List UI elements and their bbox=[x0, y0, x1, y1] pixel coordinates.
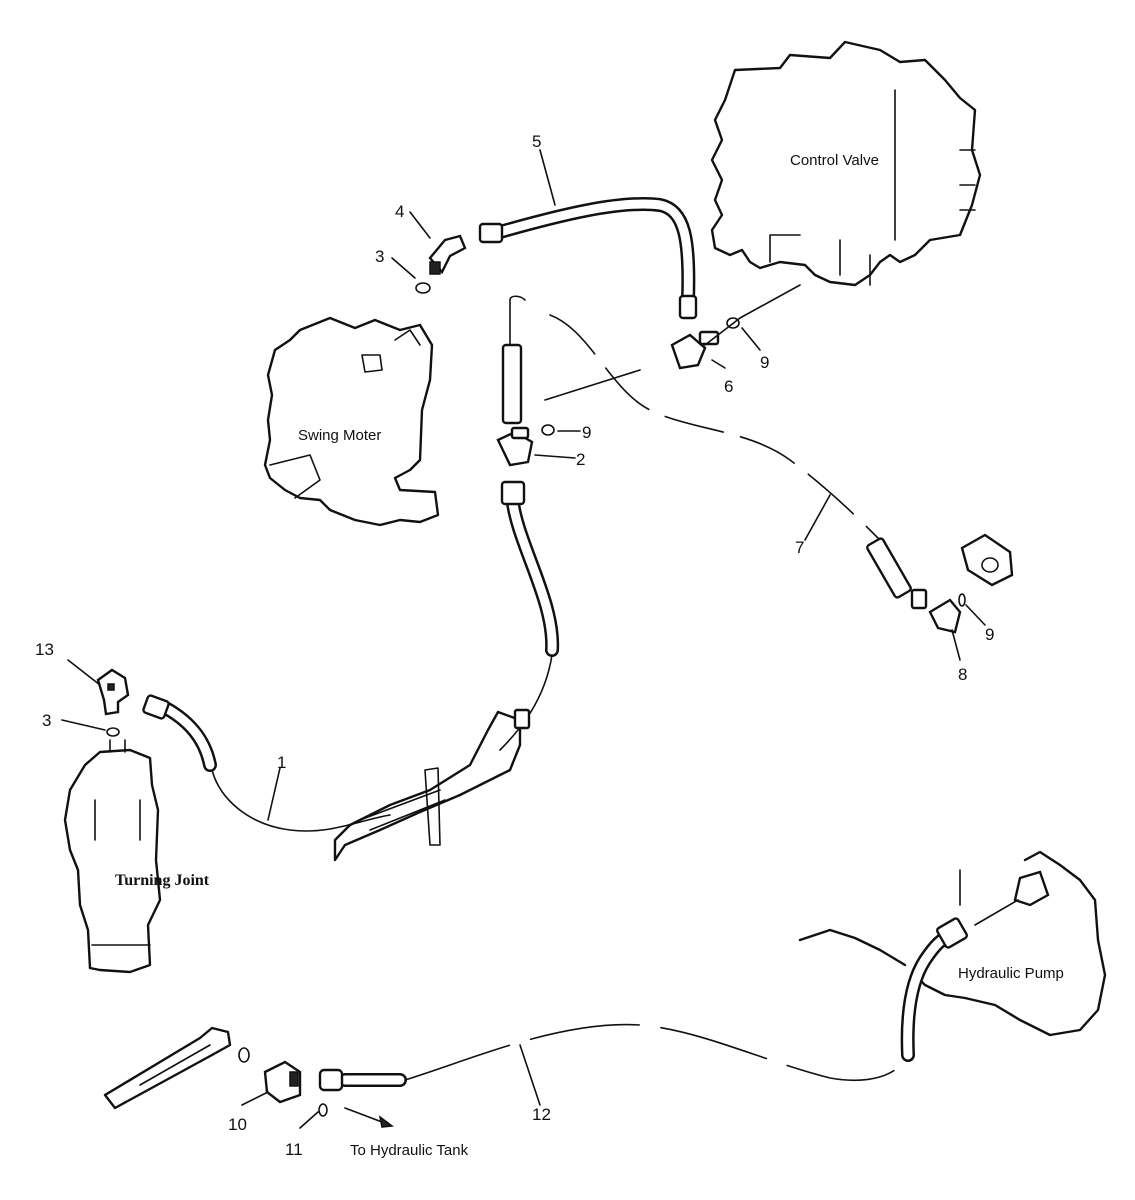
o-ring-part-11 bbox=[318, 1103, 328, 1117]
hose-part-5 bbox=[478, 197, 698, 320]
o-ring-part-9-middle bbox=[541, 424, 555, 436]
callout-11: 11 bbox=[285, 1140, 303, 1159]
callout-leaders bbox=[61, 149, 986, 1129]
swing-motor-component: Swing Moter bbox=[263, 316, 440, 527]
callout-9-middle: 9 bbox=[582, 423, 591, 442]
swing-motor-label: Swing Moter bbox=[298, 427, 381, 444]
o-ring-part-9-upper bbox=[726, 317, 740, 329]
control-valve-component: Control Valve bbox=[710, 40, 982, 287]
hydraulic-pump-component: Hydraulic Pump bbox=[798, 850, 1107, 1037]
callout-10: 10 bbox=[228, 1115, 247, 1134]
o-ring-part-3-lower bbox=[106, 727, 120, 737]
callout-4: 4 bbox=[395, 202, 404, 221]
to-tank-arrow bbox=[344, 1107, 394, 1128]
callout-9-upper: 9 bbox=[760, 353, 769, 372]
hose-part-12 bbox=[318, 899, 1019, 1092]
fitting-part-13 bbox=[96, 668, 130, 716]
callout-12: 12 bbox=[532, 1105, 551, 1124]
callout-5: 5 bbox=[532, 132, 541, 151]
control-valve-label: Control Valve bbox=[790, 152, 879, 169]
callout-7: 7 bbox=[795, 538, 804, 557]
callout-3-lower: 3 bbox=[42, 711, 51, 730]
callout-9-lower: 9 bbox=[985, 625, 994, 644]
hydraulic-pump-label: Hydraulic Pump bbox=[958, 965, 1064, 982]
callout-2: 2 bbox=[576, 450, 585, 469]
tank-pipe bbox=[103, 1026, 232, 1110]
fitting-part-10 bbox=[263, 1060, 302, 1104]
tee-fitting-part-2 bbox=[496, 295, 534, 467]
o-ring-part-11-upper bbox=[238, 1047, 250, 1063]
callout-8: 8 bbox=[958, 665, 967, 684]
hose-part-7 bbox=[544, 314, 928, 610]
turning-joint-label: Turning Joint bbox=[115, 872, 210, 889]
tee-fitting-part-6 bbox=[670, 284, 801, 370]
callout-13: 13 bbox=[35, 640, 54, 659]
callout-3-upper: 3 bbox=[375, 247, 384, 266]
elbow-fitting-part-8 bbox=[928, 533, 1014, 634]
elbow-fitting-part-4 bbox=[428, 234, 467, 275]
callout-1: 1 bbox=[277, 753, 286, 772]
to-hydraulic-tank-label: To Hydraulic Tank bbox=[350, 1142, 469, 1159]
turning-joint-component: Turning Joint bbox=[63, 739, 210, 974]
callout-6: 6 bbox=[724, 377, 733, 396]
o-ring-part-9-lower bbox=[958, 593, 966, 607]
o-ring-part-3-upper bbox=[415, 282, 431, 294]
hose-part-1 bbox=[142, 480, 560, 862]
